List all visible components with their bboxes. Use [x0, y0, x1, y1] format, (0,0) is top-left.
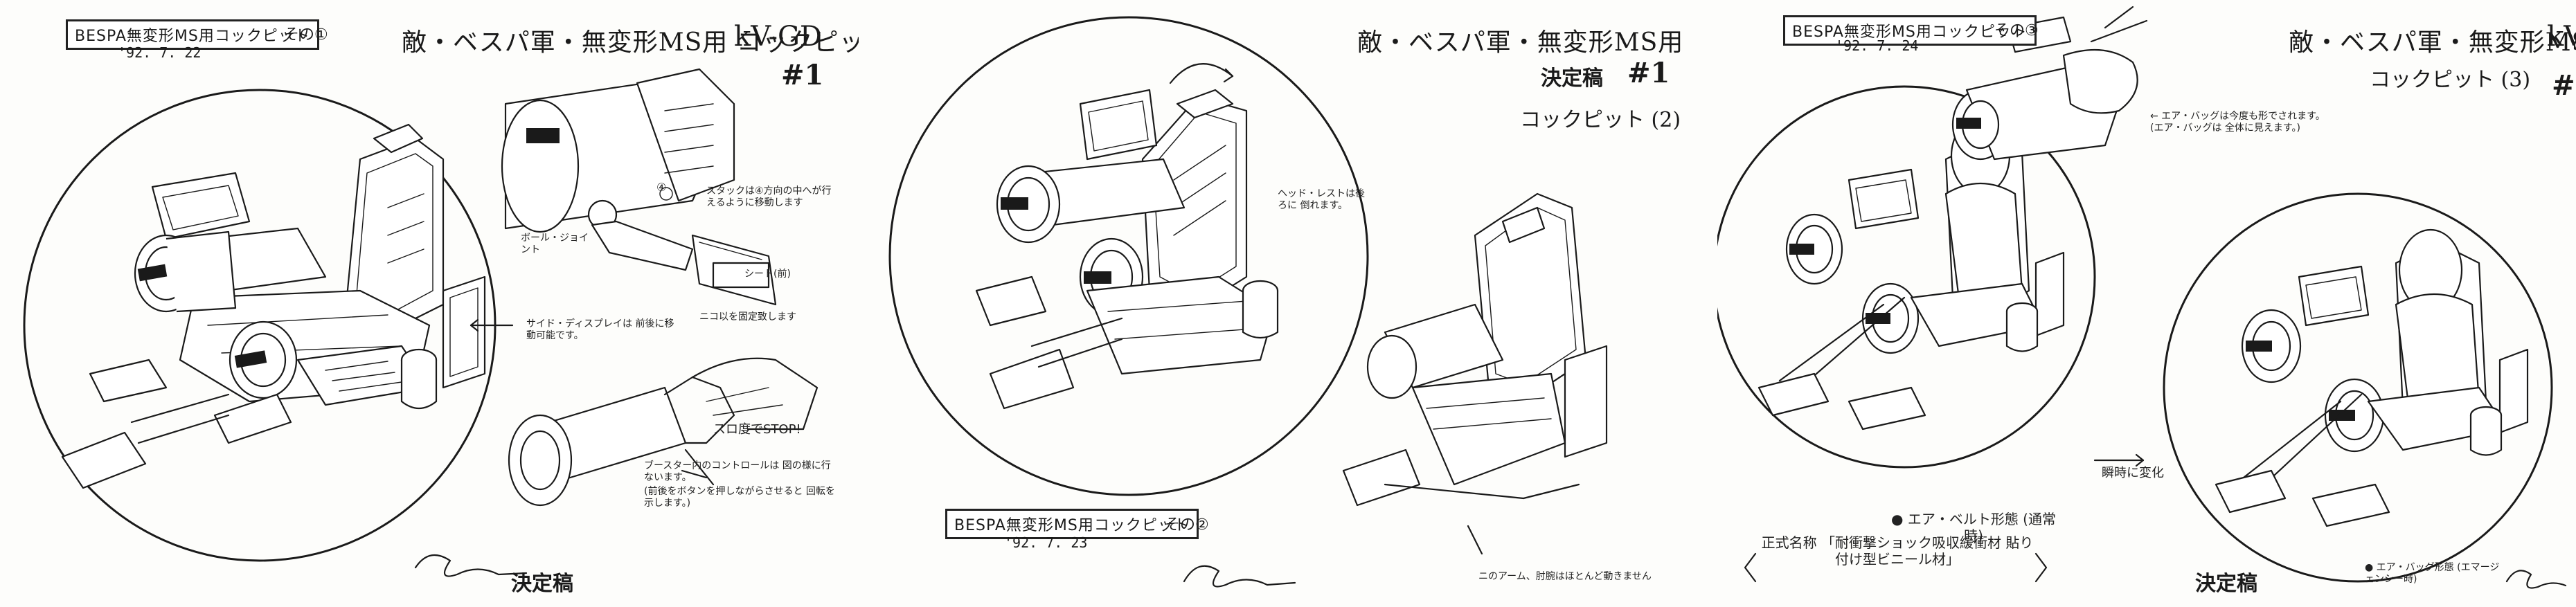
sheet-stamp: BESPA無変形MS用コックピット [1783, 15, 2037, 46]
final-draft-label: 決定稿 [1541, 66, 1603, 91]
final-draft-label: 決定稿 [511, 572, 573, 596]
final-draft-label: 決定稿 [2195, 572, 2257, 596]
sheet-title: 敵・ベスパ軍・無変形MS用 [1357, 28, 1684, 57]
annotation: 瞬時に変化 [2102, 466, 2164, 480]
sheet-date: '92. 7. 22 [118, 44, 202, 61]
annotation: スロ度でSTOP! [713, 422, 801, 437]
annotation: サイド・ディスプレイは 前後に移動可能です。 [526, 318, 674, 341]
annotation: スタックは④方向の中へが行えるように移動します [706, 185, 832, 208]
frame-circle [888, 16, 1369, 496]
sheet-stamp: BESPA無変形MS用コックピット [66, 19, 319, 50]
page-tag: #1 [1627, 57, 1670, 89]
sheet-date: '92. 7. 24 [1835, 37, 1919, 54]
annotation: ニコ以を固定致します [699, 311, 796, 323]
annotation: シート(前) [744, 269, 791, 280]
sheet-subtitle: コックピット (3) [2370, 68, 2531, 92]
annotation: 正式名称 「耐衝撃ショック吸収緩衝材 貼り付け型ビニール材」 [1761, 534, 2034, 568]
annotation: ブースター内のコントロールは 図の様に行ないます。 [644, 460, 831, 483]
annotation: ボール・ジョイント [521, 233, 589, 255]
sheet-number: その② [1165, 516, 1209, 534]
sheet-title: 敵・ベスパ軍・無変形MS用 コックピット (1) [402, 28, 937, 57]
cockpit-drawing-2 [888, 16, 1608, 588]
page-tag: #1 [2552, 69, 2576, 102]
sheet-date: '92. 7. 23 [1004, 534, 1088, 551]
model-code: kV-GD [734, 21, 822, 53]
annotation: ヘッド・レストは後ろに 倒れます。 [1278, 188, 1365, 211]
frame-circle-normal [1717, 85, 2096, 469]
sheet-number: その③ [1994, 22, 2039, 39]
page-tag: #1 [781, 59, 824, 91]
sheet-cockpit-1: BESPA無変形MS用コックピット その① '92. 7. 22 敵・ベスパ軍・… [0, 0, 936, 607]
annotation: ← エア・バッグは今度も形でされます。(エア・バッグは 全体に見えます。) [2150, 111, 2325, 134]
detail-label: ④ [656, 181, 667, 194]
sheet-cockpit-3: BESPA無変形MS用コックピット その③ '92. 7. 24 敵・ベスパ軍・… [1717, 0, 2576, 607]
annotation: ● エア・ベルト形態 (通常時) [1891, 511, 2056, 544]
sheet-subtitle: コックピット (2) [1520, 108, 1681, 132]
sheet-number: その① [284, 26, 328, 44]
sheet-cockpit-2: 敵・ベスパ軍・無変形MS用 決定稿 #1 コックピット (2) BESPA無変形… [859, 0, 1717, 607]
cockpit-drawing-1 [23, 68, 819, 577]
sheet-title: 敵・ベスパ軍・無変形MS用 [2289, 28, 2576, 57]
annotation: ニのアーム、肘腕はほとんど動きません [1478, 571, 1652, 582]
sheet-stamp: BESPA無変形MS用コックピット [945, 509, 1199, 539]
annotation: (前後をボタンを押しながらさせると 回転を示します。) [644, 486, 835, 509]
model-code: kV GD [2547, 21, 2576, 53]
annotation: ● エア・バッグ形態 (エマージェンシー時) [2365, 562, 2500, 585]
frame-circle-emergency [2163, 192, 2553, 583]
